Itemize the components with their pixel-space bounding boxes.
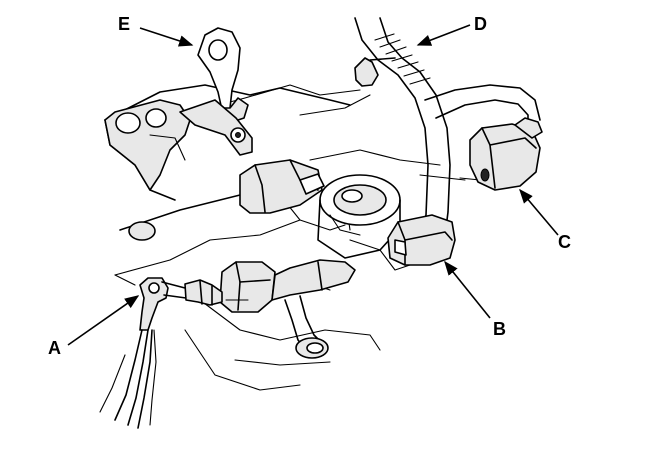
connector-b — [387, 214, 456, 266]
sensor-connector-lower — [219, 259, 356, 313]
engine-bracket — [104, 99, 191, 241]
callout-label-a: A — [48, 338, 61, 358]
callout-label-c: C — [558, 232, 571, 252]
callout-label-d: D — [474, 14, 487, 34]
callout-label-e: E — [118, 14, 130, 34]
intake-fitting — [317, 174, 401, 259]
arrow-b — [444, 260, 491, 319]
ground-cable-a — [99, 277, 223, 429]
callout-label-b: B — [493, 319, 506, 339]
ground-terminal-e — [179, 27, 253, 156]
callout-arrows — [67, 24, 559, 346]
arrow-c — [519, 188, 559, 236]
sensor-connector-center — [239, 159, 325, 214]
harness-d — [354, 17, 541, 233]
connector-c — [469, 117, 543, 191]
arrow-d — [416, 24, 471, 46]
arrow-a — [67, 295, 140, 346]
arrow-e — [139, 27, 194, 47]
lower-hose — [284, 295, 329, 359]
